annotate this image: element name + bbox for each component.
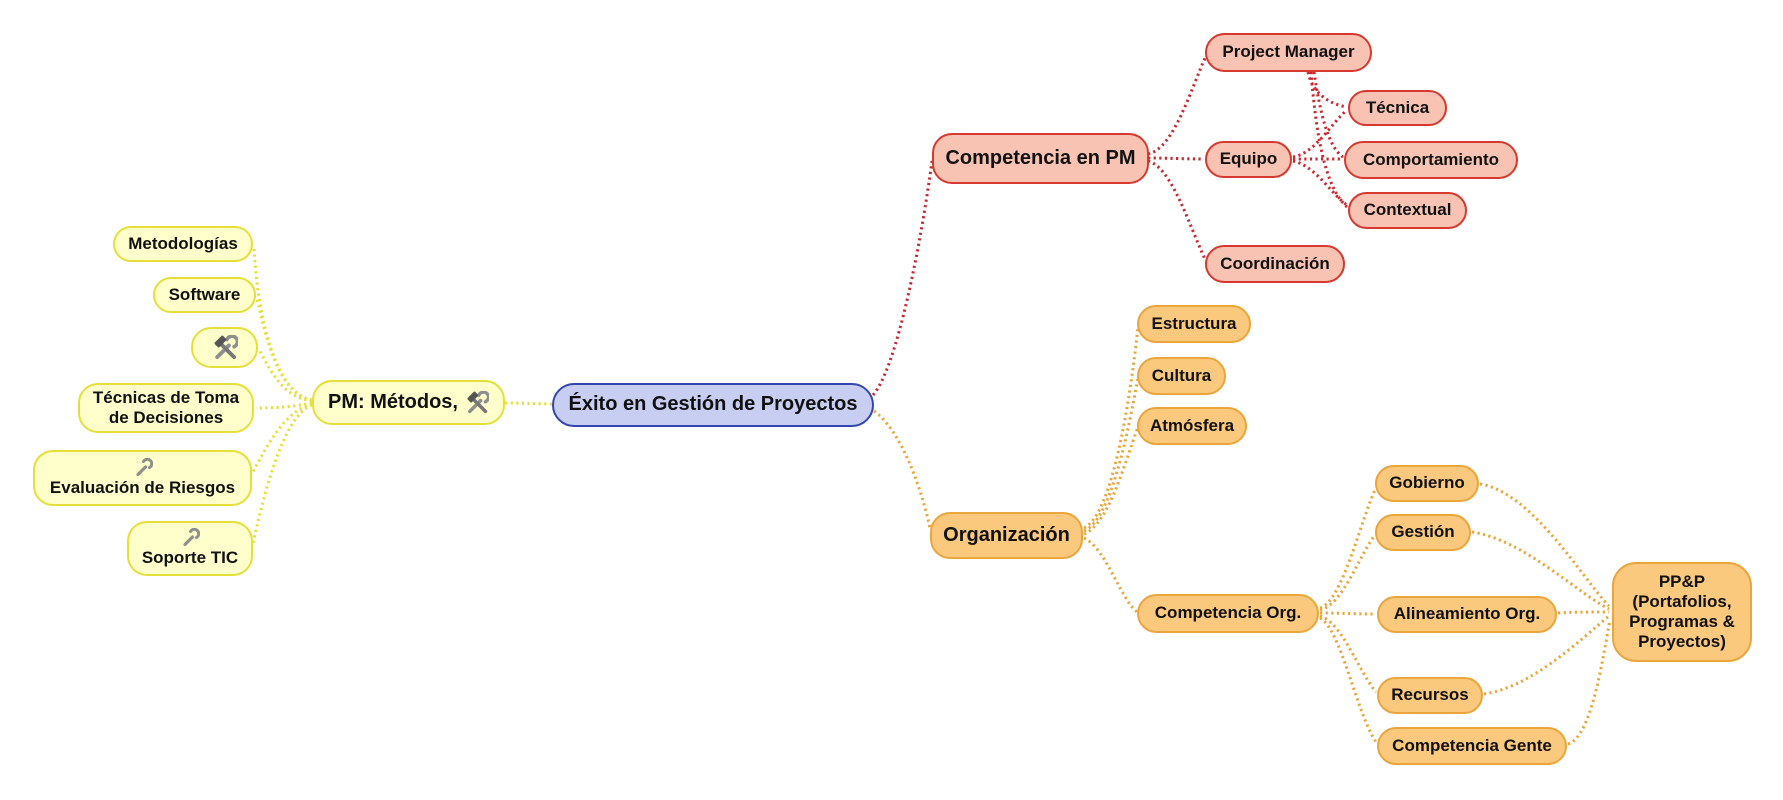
node-soporte[interactable]: Soporte TIC (127, 521, 253, 576)
node-cultura-label: Cultura (1151, 365, 1212, 385)
node-comportamiento-label: Comportamiento (1363, 149, 1499, 169)
node-tecnica[interactable]: Técnica (1348, 90, 1447, 126)
node-alineamiento-label: Alineamiento Org. (1393, 604, 1541, 624)
node-project-manager[interactable]: Project Manager (1205, 33, 1372, 72)
node-equipo-label: Equipo (1219, 149, 1278, 169)
node-organizacion[interactable]: Organización (930, 512, 1083, 559)
edge-pm-tecnicas (255, 401, 313, 410)
node-competencia-pm[interactable]: Competencia en PM (932, 133, 1149, 184)
node-alineamiento[interactable]: Alineamiento Org. (1377, 596, 1557, 633)
node-organizacion-label: Organización (943, 523, 1070, 546)
node-gestion[interactable]: Gestión (1375, 514, 1471, 551)
edge-alineamiento-ppp (1557, 610, 1610, 615)
node-pm-metodos-label: PM: Métodos, (328, 390, 458, 413)
edge-equipo-contextual (1292, 159, 1348, 207)
edge-organizacion-cultura (1083, 377, 1140, 533)
node-project-manager-label: Project Manager (1222, 42, 1355, 62)
node-contextual[interactable]: Contextual (1348, 192, 1467, 229)
node-cultura[interactable]: Cultura (1137, 357, 1226, 395)
node-coordinacion-label: Coordinación (1220, 253, 1330, 273)
node-equipo[interactable]: Equipo (1205, 141, 1292, 178)
node-estructura-label: Estructura (1151, 313, 1237, 333)
node-tecnica-label: Técnica (1365, 97, 1430, 117)
node-evaluacion[interactable]: Evaluación de Riesgos (33, 450, 252, 506)
edge-pm-herramientas (258, 350, 313, 403)
node-recursos-label: Recursos (1391, 685, 1469, 705)
hammer-wrench-icon (212, 334, 238, 361)
node-pm-metodos[interactable]: PM: Métodos, (312, 380, 505, 425)
node-ppp-line1: PP&P (1658, 571, 1706, 591)
edge-pm-soporte (251, 403, 313, 544)
node-gobierno[interactable]: Gobierno (1375, 465, 1479, 502)
node-herramientas[interactable] (191, 327, 258, 368)
node-evaluacion-label: Evaluación de Riesgos (49, 477, 236, 497)
edge-projectmanager-tecnica (1306, 71, 1348, 109)
hammer-wrench-icon (465, 390, 489, 415)
node-competencia-gente-label: Competencia Gente (1392, 735, 1552, 755)
node-contextual-label: Contextual (1363, 200, 1452, 220)
node-central[interactable]: Éxito en Gestión de Proyectos (552, 383, 874, 427)
edge-pm-metodologias (252, 247, 313, 402)
node-ppp-line2: (Portafolios, (1632, 591, 1732, 611)
edge-competenciaorg-gestion (1319, 534, 1377, 612)
edge-pm-software (255, 297, 313, 402)
node-competencia-org[interactable]: Competencia Org. (1137, 594, 1319, 633)
node-tecnicas-line1: Técnicas de Toma (92, 387, 240, 407)
edge-competenciaorg-recursos (1319, 614, 1378, 693)
edge-competenciapm-projectmanager (1147, 55, 1208, 156)
node-ppp-line3: Programas & (1629, 612, 1735, 631)
node-gobierno-label: Gobierno (1389, 473, 1465, 493)
node-estructura[interactable]: Estructura (1137, 305, 1251, 343)
edge-competenciapm-equipo (1147, 156, 1205, 161)
node-software-label: Software (168, 284, 241, 304)
edge-competenciaorg-competenciagente (1319, 616, 1378, 743)
node-soporte-label: Soporte TIC (141, 548, 239, 568)
node-competencia-org-label: Competencia Org. (1154, 603, 1302, 623)
edge-competenciagente-ppp (1567, 619, 1612, 746)
edge-organizacion-atmosfera (1083, 426, 1140, 536)
edge-projectmanager-comportamiento (1312, 71, 1344, 159)
node-comportamiento[interactable]: Comportamiento (1344, 141, 1518, 179)
edge-recursos-ppp (1483, 614, 1610, 696)
node-ppp-line4: Proyectos) (1638, 632, 1726, 652)
edge-pm-central (504, 401, 555, 406)
node-gestion-label: Gestión (1391, 522, 1455, 542)
edge-central-competenciapm (871, 160, 934, 396)
node-metodologias[interactable]: Metodologías (113, 226, 253, 262)
edge-organizacion-competenciaorg (1083, 536, 1139, 614)
node-tecnicas-line2: de Decisiones (108, 408, 224, 427)
wrench-icon (180, 528, 200, 548)
edge-competenciapm-coordinacion (1147, 159, 1207, 260)
wrench-icon (133, 457, 153, 478)
node-competencia-gente[interactable]: Competencia Gente (1377, 727, 1567, 765)
node-ppp[interactable]: PP&P (Portafolios, Programas & Proyectos… (1612, 562, 1752, 662)
node-software[interactable]: Software (153, 277, 256, 313)
edge-projectmanager-contextual (1309, 71, 1349, 209)
edge-gestion-ppp (1471, 530, 1610, 611)
edge-gobierno-ppp (1479, 482, 1611, 608)
node-tecnicas[interactable]: Técnicas de Toma de Decisiones (78, 383, 254, 433)
node-coordinacion[interactable]: Coordinación (1205, 245, 1345, 283)
node-central-label: Éxito en Gestión de Proyectos (568, 393, 858, 416)
edge-equipo-tecnica (1292, 108, 1348, 159)
node-atmosfera[interactable]: Atmósfera (1137, 407, 1247, 445)
node-competencia-pm-label: Competencia en PM (945, 146, 1136, 169)
edge-central-organizacion (873, 409, 932, 529)
node-metodologias-label: Metodologías (128, 233, 238, 253)
edge-competenciaorg-alineamiento (1319, 611, 1377, 616)
node-recursos[interactable]: Recursos (1377, 677, 1483, 714)
edge-pm-evaluacion (251, 402, 313, 473)
node-atmosfera-label: Atmósfera (1149, 415, 1235, 435)
